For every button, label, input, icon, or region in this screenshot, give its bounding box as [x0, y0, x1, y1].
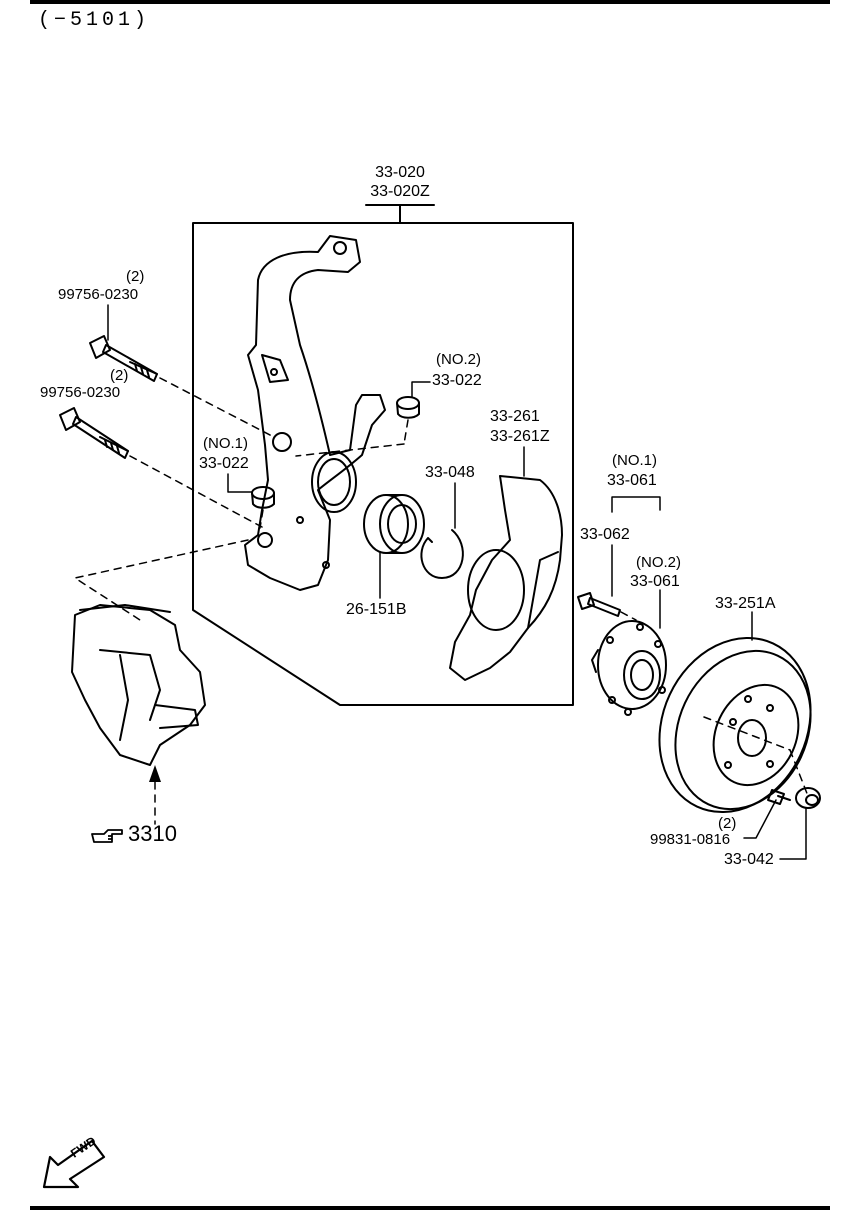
- steering-knuckle-drawing: [244, 235, 386, 591]
- bottom-rule: [30, 1206, 830, 1210]
- hub-bolt-no2-variant: (NO.2): [636, 554, 681, 571]
- bushing-no1-part-no: 33-022: [199, 455, 249, 472]
- snap-ring-drawing: [420, 529, 464, 579]
- page-code: (−5101): [38, 9, 151, 32]
- caliper-page-ref: 3310: [128, 821, 177, 846]
- bushing-no1-drawing: [251, 486, 275, 509]
- lock-nut-part-no: 33-042: [724, 851, 774, 868]
- bushing-no2-drawing: [396, 396, 420, 419]
- hub-bolt-no2-part-no: 33-061: [630, 573, 680, 590]
- bolt-upper-part-no: 99756-0230: [58, 286, 139, 303]
- assembly-frame: [192, 222, 574, 706]
- dust-cover-part-no-2: 33-261Z: [490, 428, 550, 445]
- wheel-bearing-drawing: [363, 494, 425, 554]
- leader-bushing-no2: [411, 381, 431, 398]
- leader-lock-nut: [779, 807, 807, 860]
- caliper-arrow-head: [149, 765, 161, 782]
- brake-caliper-drawing: [71, 604, 206, 766]
- bolt-upper-drawing: [89, 335, 158, 382]
- forward-arrow-icon: [42, 1139, 106, 1189]
- bolt-lower-part-no: 99756-0230: [40, 384, 121, 401]
- leader-bushing-no1: [227, 473, 253, 493]
- bolt-lower-qty: (2): [110, 367, 129, 384]
- fwd-arrow: FWD: [40, 1134, 112, 1195]
- bushing-no2-part-no: 33-022: [432, 372, 482, 389]
- hub-part-no: 33-062: [580, 526, 630, 543]
- knuckle-part-no-2: 33-020Z: [370, 183, 430, 200]
- knuckle-part-no-1: 33-020: [375, 164, 425, 181]
- lock-nut-drawing: [795, 787, 821, 809]
- disc-part-no: 33-251A: [715, 595, 776, 612]
- hub-bolt-no1-part-no: 33-061: [607, 472, 657, 489]
- snap-ring-part-no: 33-048: [425, 464, 475, 481]
- wheel-hub-drawing: [591, 620, 667, 716]
- bushing-no1-variant: (NO.1): [203, 435, 248, 452]
- bushing-no2-variant: (NO.2): [436, 351, 481, 368]
- bolt-lower-drawing: [59, 407, 129, 459]
- bearing-part-no: 26-151B: [346, 601, 407, 618]
- bolt-upper-qty: (2): [126, 268, 145, 285]
- leader-screw: [743, 799, 777, 839]
- screw-drawing: [767, 789, 791, 805]
- dust-cover-part-no-1: 33-261: [490, 408, 540, 425]
- brake-disc-drawing: [658, 636, 812, 814]
- pointing-hand-icon: [91, 829, 123, 843]
- screw-part-no: 99831-0816: [650, 831, 731, 848]
- screw-qty: (2): [718, 815, 737, 832]
- leader-hub-bolt-bracket: [611, 496, 661, 513]
- hub-bolt-drawing: [577, 592, 621, 617]
- top-rule: [30, 0, 830, 4]
- hub-bolt-no1-variant: (NO.1): [612, 452, 657, 469]
- dust-cover-drawing: [449, 475, 563, 681]
